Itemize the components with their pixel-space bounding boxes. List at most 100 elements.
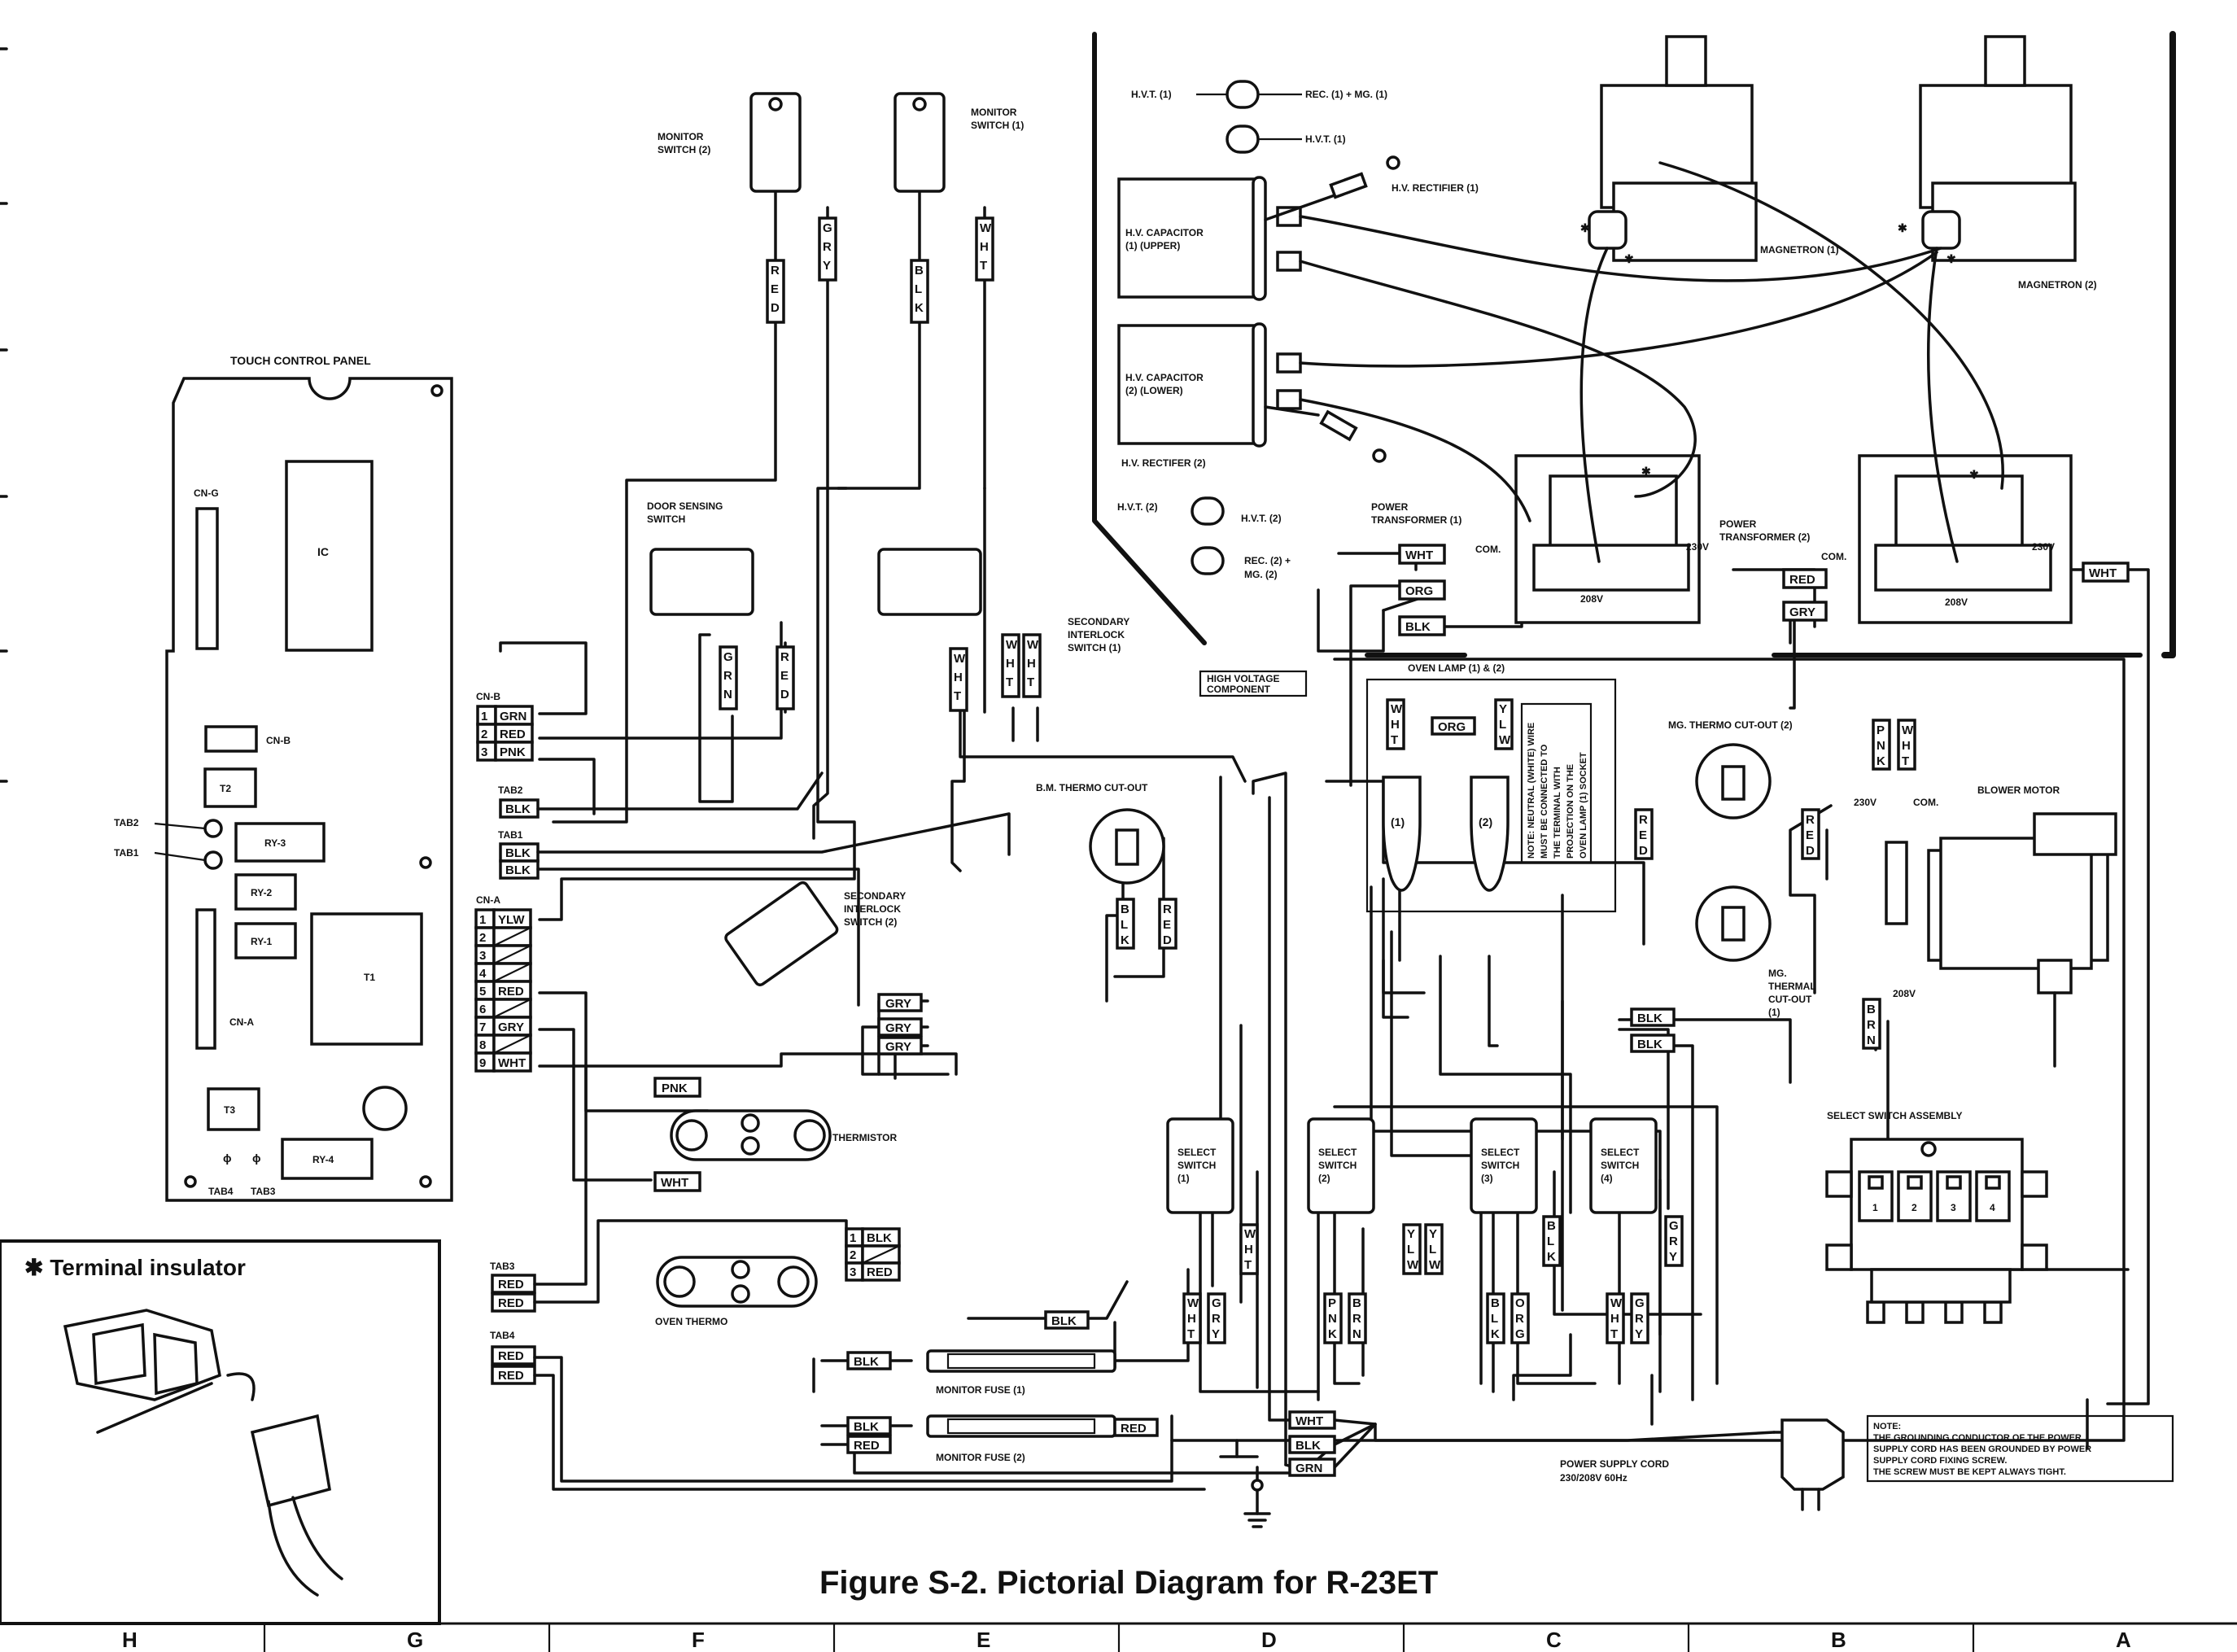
wire-tag-blk: BLK	[1295, 1439, 1321, 1453]
ry4-relay	[281, 1138, 374, 1180]
wire-tag-blk: BLK	[1405, 620, 1431, 634]
wire-tag	[1116, 898, 1135, 950]
select-switch-assembly-number: 1	[1872, 1202, 1878, 1213]
select-switch-3-label: SELECT	[1481, 1147, 1520, 1158]
touch-control-panel-title: TOUCH CONTROL PANEL	[230, 354, 371, 367]
asterisk-icon: ✱	[1898, 221, 1907, 234]
select-switch-2-label: SWITCH	[1318, 1160, 1357, 1171]
hvt-2-label: H.V.T. (2)	[1117, 501, 1158, 513]
wire-tag-gry: GRY	[885, 1021, 911, 1035]
terminal-insulator-inset: ✱ Terminal insulator	[0, 1239, 441, 1625]
tab1-board-label: TAB1	[114, 847, 139, 859]
rec2-mg2-label: MG. (2)	[1244, 569, 1278, 580]
cn-a-pin-color: WHT	[498, 1056, 526, 1070]
oven-thermo-pin-wire	[861, 1261, 901, 1282]
tab2-terminal	[203, 819, 223, 838]
secondary-interlock-1-label: SWITCH (1)	[1068, 642, 1121, 653]
hvt-1b-lead	[1226, 125, 1260, 154]
mg-thermal-1-label: MG.	[1768, 968, 1787, 979]
tab1-wire-color-a: BLK	[505, 846, 531, 860]
wire-tag	[719, 645, 738, 710]
magnetron-1-label: MAGNETRON (1)	[1760, 244, 1839, 256]
figure-caption: Figure S-2. Pictorial Diagram for R-23ET	[819, 1565, 1438, 1601]
wire-tag	[877, 993, 923, 1012]
cn-b-board-connector	[204, 725, 258, 753]
wire-tag	[910, 259, 929, 324]
wire-tag	[776, 645, 795, 710]
oven-thermo-pin-color: BLK	[867, 1231, 892, 1245]
wire-tag	[1486, 1292, 1505, 1344]
thermistor: PNK THERMISTOR WHT	[653, 1077, 897, 1192]
lamp-note-line: NOTE: NEUTRAL (WHITE) WIRE	[1527, 723, 1536, 859]
hvt-1-lead	[1226, 80, 1260, 109]
wire-tag	[1402, 1223, 1422, 1275]
hv-rectifier-1-label: H.V. RECTIFIER (1)	[1392, 182, 1479, 194]
select-switch-4-label: SELECT	[1601, 1147, 1640, 1158]
ic-label: IC	[317, 545, 329, 558]
monitor-fuses: BLK BLK MONITOR FUSE (1) BLK RED MONITOR…	[846, 1310, 1159, 1463]
oven-thermo-pin-unused	[862, 1245, 900, 1264]
power-transformer-1-label: TRANSFORMER (1)	[1371, 514, 1461, 526]
hvt-1b-label: H.V.T. (1)	[1305, 133, 1346, 145]
select-switch-1-label: (1)	[1177, 1173, 1190, 1184]
oven-lamp-2	[1470, 776, 1510, 892]
wire-tag	[877, 1036, 923, 1055]
grid-column-label: D	[1261, 1628, 1277, 1652]
ground-note-line: SUPPLY CORD FIXING SCREW.	[1873, 1456, 2007, 1466]
asterisk-icon: ✱	[1641, 465, 1651, 478]
lamp-note-line: OVEN LAMP (1) SOCKET	[1579, 752, 1588, 859]
thermistor-label: THERMISTOR	[832, 1132, 897, 1143]
230v-label: 230V	[1686, 541, 1709, 553]
tab4-board-label: TAB4	[208, 1186, 234, 1197]
monitor-switch-2-label: MONITOR	[658, 131, 704, 142]
buzzer	[362, 1086, 408, 1131]
select-switch-assembly-number: 3	[1951, 1202, 1956, 1213]
power-transformer-2-label: POWER	[1719, 518, 1757, 530]
wire-tag-pnk: PNK	[662, 1082, 688, 1095]
magnetron-2-label: MAGNETRON (2)	[2018, 279, 2097, 291]
select-switch-assembly-number: 4	[1990, 1202, 1995, 1213]
asterisk-icon: ✱	[1580, 221, 1590, 234]
wire-tag	[1398, 579, 1446, 601]
wire-tag	[818, 216, 837, 282]
select-switch-2-label: (2)	[1318, 1173, 1330, 1184]
high-voltage-box	[1199, 670, 1308, 697]
wire-tag-blk: BLK	[1051, 1314, 1077, 1328]
mg-thermal-1-label: (1)	[1768, 1007, 1780, 1018]
cn-a-pin-unused	[493, 999, 531, 1018]
magnetron-1-antenna	[1665, 35, 1707, 87]
wire-tag	[846, 1416, 892, 1436]
hv-capacitor-1-label: H.V. CAPACITOR	[1125, 227, 1204, 238]
mg-thermal-1-label: CUT-OUT	[1768, 994, 1812, 1005]
wire-tag	[1494, 698, 1514, 750]
cn-a-pin-color: RED	[498, 985, 524, 999]
wire-tag	[1158, 898, 1177, 950]
cn-a-pin-wire	[492, 1051, 532, 1073]
208v-label: 208V	[1945, 597, 1968, 608]
wire-tag	[1001, 633, 1020, 698]
cn-b-pin-color: PNK	[500, 745, 526, 759]
cn-a-pin-number: 4	[479, 967, 487, 981]
wire-tag	[1288, 1435, 1336, 1454]
ry4-label: RY-4	[312, 1154, 334, 1165]
wire-tag	[1348, 1292, 1367, 1344]
tab4-connector-label: TAB4	[490, 1330, 515, 1341]
blower-motor-label: BLOWER MOTOR	[1977, 784, 2060, 796]
wire-tag	[1288, 1410, 1336, 1430]
lamp-note-line: PROJECTION ON THE	[1566, 764, 1575, 859]
thermistor-body	[670, 1109, 832, 1161]
tab2-connector-label: TAB2	[498, 784, 523, 796]
230v-label: 230V	[2032, 541, 2055, 553]
